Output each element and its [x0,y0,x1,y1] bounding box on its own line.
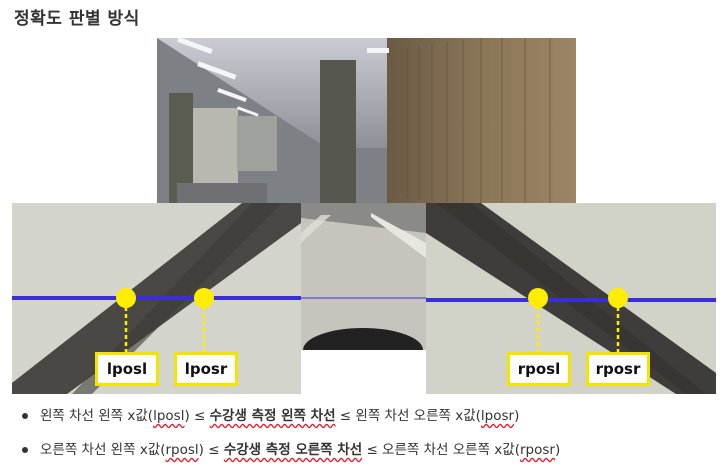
condition-list: 왼쪽 차선 왼쪽 x값(lposl) ≤ 수강생 측정 왼쪽 차선 ≤ 왼쪽 차… [20,404,720,472]
list-text: ) [554,442,561,458]
emphasized-term: 수강생 측정 왼쪽 차선 [209,408,336,424]
list-text: 오른쪽 차선 왼쪽 x값( [40,442,166,458]
page-title: 정확도 판별 방식 [14,9,140,29]
left-lane-zoom-image [12,203,301,394]
variable-name: rposl [165,442,199,458]
list-text: ≤ 오른쪽 차선 오른쪽 x값( [362,442,520,458]
right-lane-zoom-image [426,203,716,394]
rposr-label: rposr [586,352,650,386]
list-item: 오른쪽 차선 왼쪽 x값(rposl) ≤ 수강생 측정 오른쪽 차선 ≤ 오른… [20,438,720,472]
list-text: ) ≤ [184,408,210,424]
rposr-marker [608,288,628,308]
variable-name: lposl [153,408,185,424]
variable-name: rposr [519,442,555,458]
bullet-icon [22,447,28,453]
list-text: ) [514,408,520,424]
list-item: 왼쪽 차선 왼쪽 x값(lposl) ≤ 수강생 측정 왼쪽 차선 ≤ 왼쪽 차… [20,404,720,438]
corridor-camera-image [157,38,576,203]
variable-name: lposr [480,408,515,424]
emphasized-term: 수강생 측정 오른쪽 차선 [223,442,363,458]
rposl-label: rposl [507,352,571,386]
lposr-marker [194,288,214,308]
list-text: ≤ 왼쪽 차선 오른쪽 x값( [335,408,481,424]
lposr-label: lposr [174,352,238,386]
list-text: 왼쪽 차선 왼쪽 x값( [40,408,154,424]
rposl-marker [528,288,548,308]
lposl-marker [116,288,136,308]
list-text: ) ≤ [198,442,224,458]
lposl-label: lposl [95,352,159,386]
bullet-icon [22,413,28,419]
road-view-image [301,203,426,350]
